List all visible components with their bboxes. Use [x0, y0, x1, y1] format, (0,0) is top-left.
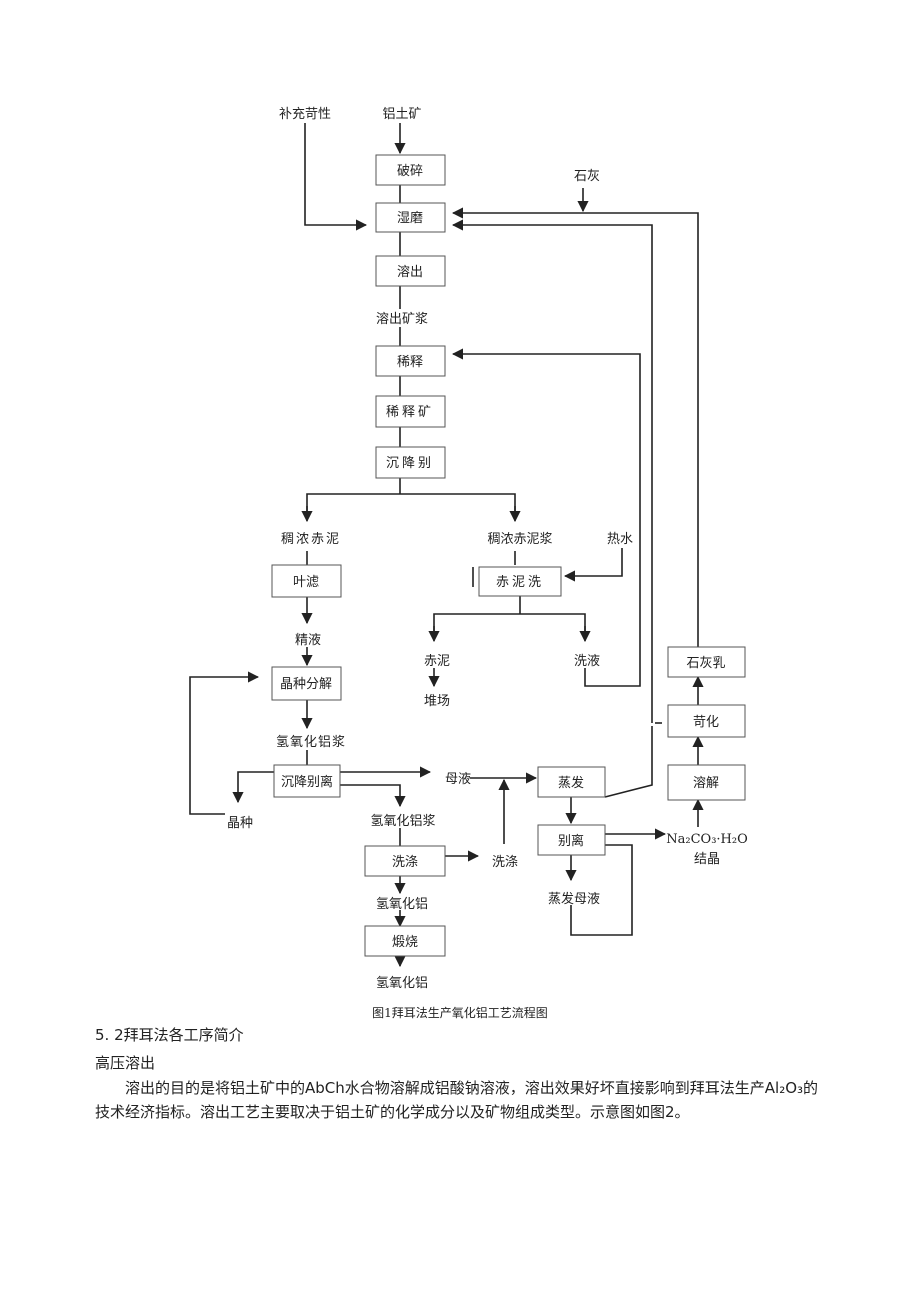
node-shihuiru: 石灰乳: [667, 646, 746, 678]
label-zhengfamuye: 蒸发母液: [548, 891, 600, 907]
label-qinghualvjiang2: 氢氧化铝浆: [370, 814, 435, 829]
label-chounongchinijiang: 稠浓赤泥浆: [487, 532, 552, 547]
label-qinghualv1: 氢氧化铝: [376, 897, 428, 912]
svg-text:溶解: 溶解: [693, 776, 719, 791]
svg-text:洗涤: 洗涤: [392, 855, 418, 870]
label-chounongchini: 稠浓赤泥: [281, 532, 341, 547]
node-xishi: 稀释: [375, 345, 446, 377]
node-posui: 破碎: [375, 154, 446, 186]
label-shihui: 石灰: [574, 169, 600, 184]
svg-text:煅烧: 煅烧: [392, 934, 418, 950]
svg-text:别离: 别离: [558, 833, 584, 849]
label-qinghualv2: 氢氧化铝: [376, 976, 428, 991]
flow-connectors: [189, 123, 704, 968]
node-rongjie: 溶解: [667, 764, 746, 801]
label-xidi: 洗涤: [492, 855, 518, 870]
node-chenjiang1: 沉降别: [375, 446, 446, 479]
figure-caption: 图1拜耳法生产氧化铝工艺流程图: [372, 1006, 548, 1020]
svg-text:稀释: 稀释: [397, 355, 423, 370]
svg-text:溶出: 溶出: [397, 265, 423, 280]
node-jingzhong: 晶种分解: [271, 666, 342, 701]
node-rongchu: 溶出: [375, 255, 446, 287]
section-paragraph: 溶出的目的是将铝土矿中的AbCh水合物溶解成铝酸钠溶液，溶出效果好坏直接影响到拜…: [95, 1079, 819, 1121]
svg-text:晶种分解: 晶种分解: [280, 677, 332, 692]
node-yelv: 叶滤: [271, 564, 342, 598]
flow-labels: 补充苛性 铝土矿 石灰 溶出矿浆 稠浓赤泥 稠浓赤泥浆 热水 精液 赤泥 堆场 …: [227, 106, 748, 991]
node-chenjiang2: 沉降别离: [273, 764, 341, 798]
svg-text:叶滤: 叶滤: [293, 575, 319, 590]
bayer-process-flowchart: 破碎 湿磨 溶出 稀释 稀释矿 沉降别 叶滤 赤泥洗 晶种分解 沉降别离 洗涤 …: [189, 106, 748, 991]
section-subheading: 高压溶出: [95, 1054, 156, 1072]
svg-text:苛化: 苛化: [693, 715, 719, 730]
node-kehua: 苛化: [667, 704, 746, 738]
node-bieli: 别离: [537, 824, 606, 856]
section-heading: 5. 2拜耳法各工序简介: [95, 1026, 244, 1044]
label-muye: 母液: [445, 772, 471, 787]
node-xishikuang: 稀释矿: [375, 395, 446, 428]
node-shimo: 湿磨: [375, 202, 446, 233]
label-jiejing: 结晶: [694, 852, 720, 867]
node-zhengfa: 蒸发: [537, 766, 606, 798]
svg-text:破碎: 破碎: [397, 164, 423, 179]
node-chinixi: 赤泥洗: [478, 566, 562, 597]
label-buchong: 补充苛性: [279, 106, 331, 122]
label-jingye: 精液: [295, 633, 321, 648]
svg-text:稀释矿: 稀释矿: [386, 405, 434, 420]
label-jingzhong: 晶种: [227, 816, 253, 831]
label-rongchukuangjiang: 溶出矿浆: [376, 312, 428, 327]
node-duanshao: 煅烧: [364, 925, 446, 957]
label-duichang: 堆场: [424, 694, 450, 709]
label-qinghualvjiang: 氢氧化铝浆: [276, 735, 346, 750]
label-reshui: 热水: [607, 532, 633, 547]
svg-text:赤泥洗: 赤泥洗: [496, 575, 544, 590]
label-na2co3: Na₂CO₃·H₂O: [666, 832, 748, 847]
svg-text:沉降别离: 沉降别离: [281, 774, 333, 790]
svg-text:蒸发: 蒸发: [558, 775, 584, 791]
svg-text:湿磨: 湿磨: [397, 211, 423, 226]
svg-text:沉降别: 沉降别: [386, 456, 434, 471]
svg-text:石灰乳: 石灰乳: [686, 656, 725, 671]
label-chini: 赤泥: [424, 654, 450, 669]
label-xiye: 洗液: [574, 654, 600, 669]
node-xidi: 洗涤: [364, 845, 446, 877]
label-lvtukuang: 铝土矿: [382, 107, 421, 122]
